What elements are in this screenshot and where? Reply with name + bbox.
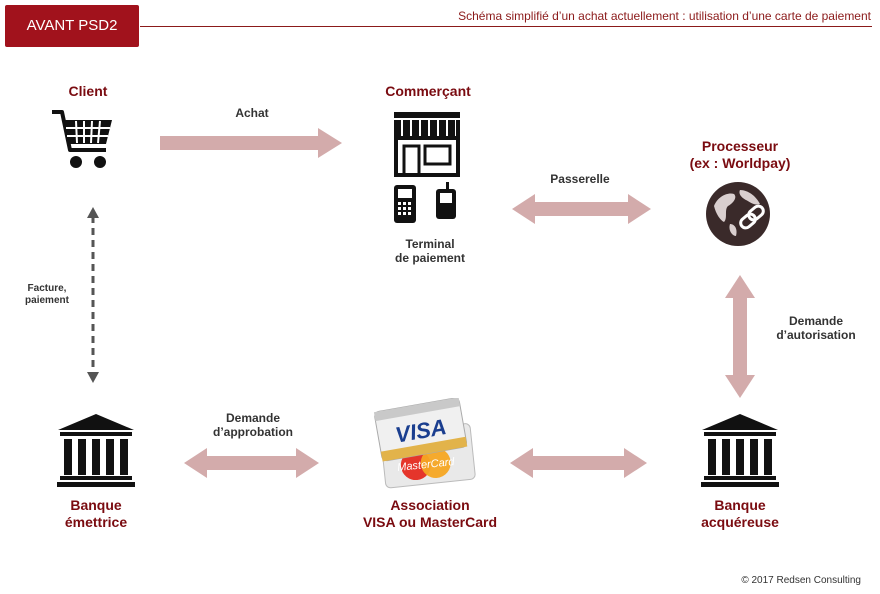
terminal-label-line2: de paiement (394, 251, 466, 265)
bank-icon (701, 414, 779, 487)
banque-acquereuse-label-line2: acquéreuse (701, 514, 779, 530)
approbation-arrow (184, 448, 319, 478)
processeur-label-line2: (ex : Worldpay) (689, 155, 791, 171)
storefront-icon (394, 112, 460, 177)
approbation-label-line2: d’approbation (213, 425, 293, 439)
mobile-phone-icon (436, 182, 456, 219)
terminal-label-line1: Terminal (405, 237, 455, 251)
shopping-cart-icon (52, 110, 112, 168)
approbation-label-line1: Demande (225, 411, 281, 425)
autorisation-arrow (725, 275, 755, 398)
autorisation-label-line2: d’autorisation (776, 328, 856, 342)
header-badge: AVANT PSD2 (5, 5, 139, 47)
passerelle-label: Passerelle (550, 172, 610, 186)
bank-icon (57, 414, 135, 487)
copyright-footer: © 2017 Redsen Consulting (741, 575, 861, 586)
processeur-label-line1: Processeur (701, 138, 779, 154)
payment-terminal-icon (394, 185, 416, 223)
globe-link-icon (706, 182, 770, 246)
facture-label-line2: paiement (25, 295, 69, 306)
autorisation-label-line1: Demande (788, 314, 844, 328)
header-title: Schéma simplifié d’un achat actuellement… (458, 9, 871, 23)
association-label-line2: VISA ou MasterCard (362, 514, 498, 530)
passerelle-arrow (512, 194, 651, 224)
banque-emettrice-label-line1: Banque (70, 497, 122, 513)
achat-label: Achat (235, 106, 269, 120)
facture-dashed-arrow (87, 207, 99, 383)
card-logos-icon: MasterCard VISA (373, 398, 476, 489)
association-acquereuse-arrow (510, 448, 647, 478)
achat-arrow (160, 128, 342, 158)
header-divider (140, 26, 872, 27)
facture-label-line1: Facture, (27, 283, 67, 294)
association-label-line1: Association (390, 497, 470, 513)
banque-acquereuse-label-line1: Banque (714, 497, 766, 513)
client-label: Client (68, 83, 108, 99)
commercant-label: Commerçant (385, 83, 471, 99)
banque-emettrice-label-line2: émettrice (64, 514, 128, 530)
